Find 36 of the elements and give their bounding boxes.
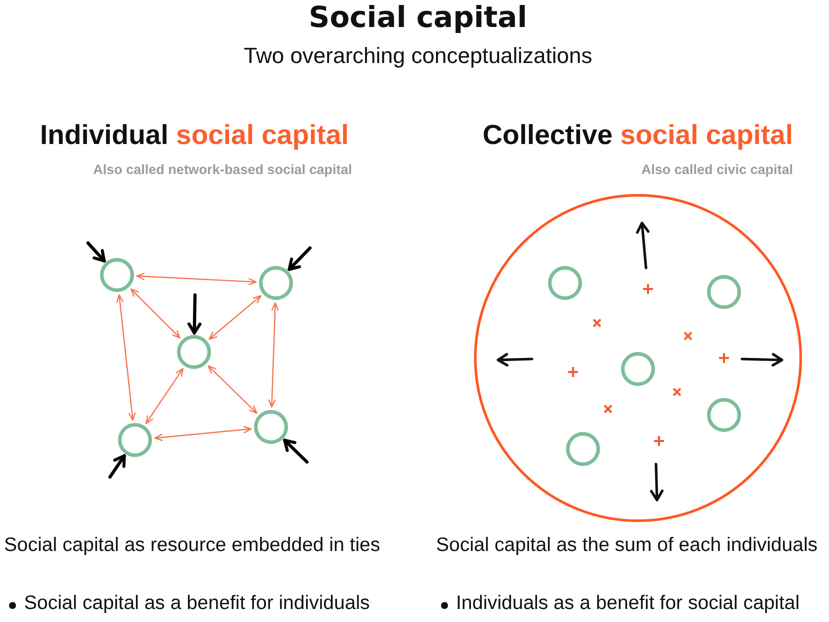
arrow [188, 293, 202, 335]
double-headed-arrow [208, 365, 258, 414]
circle-node [254, 410, 288, 444]
double-headed-arrow [116, 294, 136, 421]
circle-node [621, 352, 655, 386]
circle-node [259, 266, 293, 300]
arrow [283, 438, 309, 464]
double-headed-arrow [146, 368, 184, 424]
circle-node [707, 398, 741, 432]
description-text: Social capital as resource embedded in ties [4, 533, 380, 557]
double-headed-arrow [136, 272, 257, 286]
heading-keyword: social capital [620, 119, 793, 151]
double-headed-arrow [268, 302, 279, 408]
circle-node [548, 266, 582, 300]
arrow [86, 241, 106, 263]
title: Social capital [308, 0, 528, 34]
circle-node [566, 432, 600, 466]
circle-node [707, 275, 741, 309]
bullet-point-text: Social capital as a benefit for individuals [24, 591, 370, 615]
bullet-point-text: Individuals as a benefit for social capital [456, 591, 800, 615]
double-headed-arrow [154, 426, 252, 442]
section-heading: Individual [40, 119, 168, 151]
circle-node [177, 335, 211, 369]
subtitle: Two overarching conceptualizations [244, 43, 592, 69]
circle-node [118, 423, 152, 457]
arrow [288, 246, 312, 271]
description-text: Social capital as the sum of each individuals [436, 533, 818, 557]
circle-node [100, 258, 134, 292]
subheading: Also called network-based social capital [93, 162, 352, 178]
double-headed-arrow [130, 288, 180, 338]
double-headed-arrow [208, 295, 262, 340]
subheading: Also called civic capital [641, 162, 793, 178]
boundary-circle [474, 194, 802, 522]
arrow [108, 454, 126, 479]
section-heading: Collective [482, 119, 613, 151]
heading-keyword: social capital [176, 119, 349, 151]
